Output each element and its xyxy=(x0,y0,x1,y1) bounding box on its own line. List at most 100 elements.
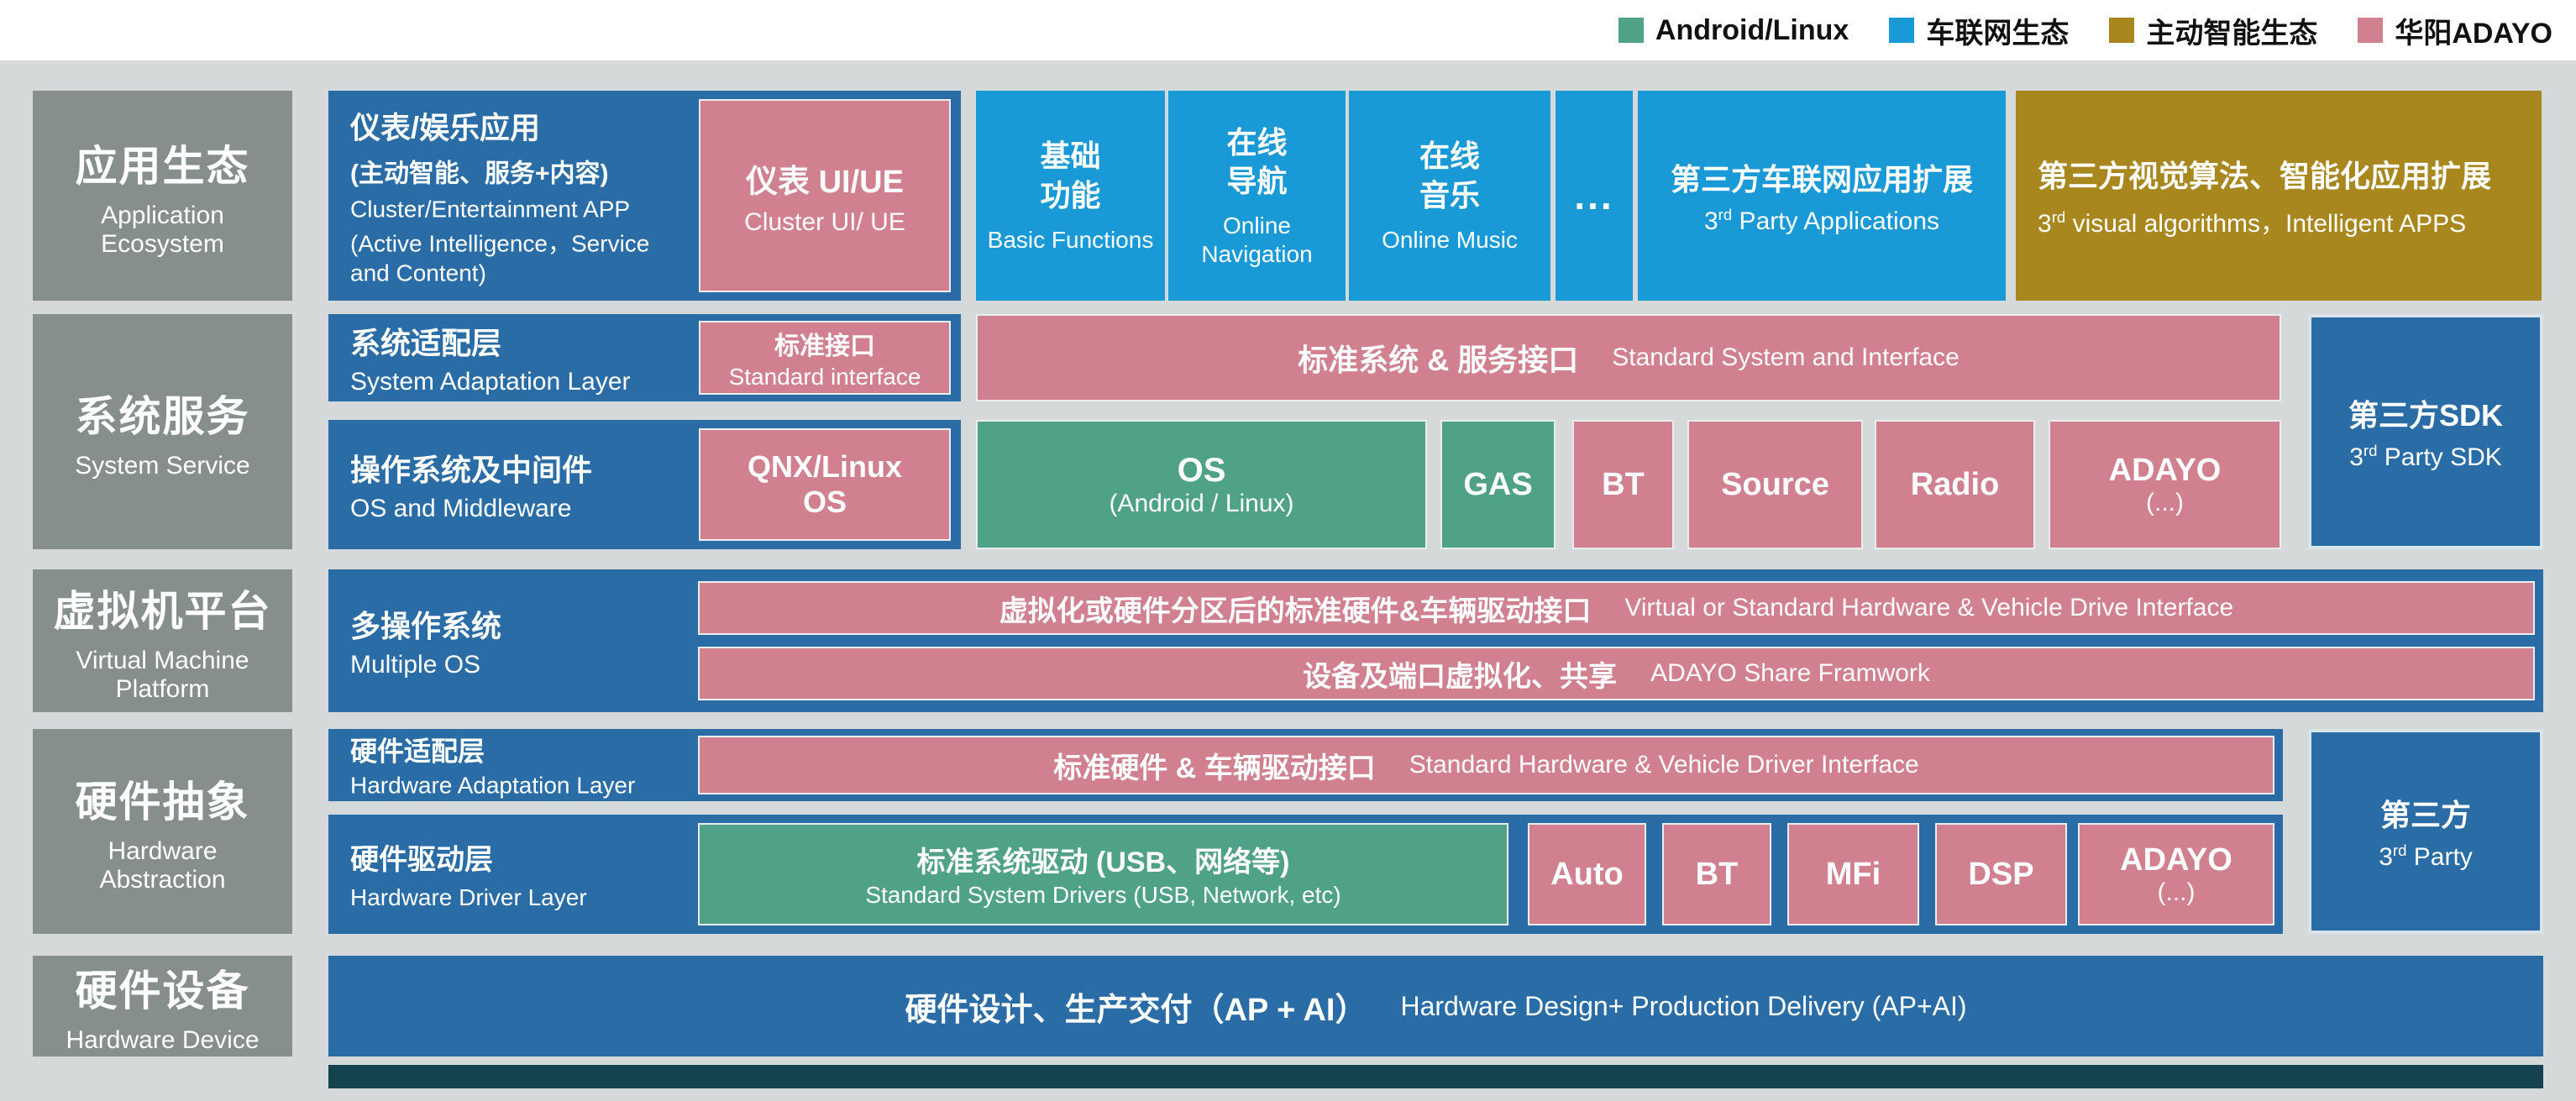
sys-adapt-en: System Adaptation Layer xyxy=(350,368,631,396)
sidebar-virtual-machine-platform: 虚拟机平台 Virtual Machine Platform xyxy=(33,569,292,712)
standard-system-interface-bar: 标准系统 & 服务接口 Standard System and Interfac… xyxy=(976,314,2281,401)
sidebar-zh-label: 硬件设备 xyxy=(75,967,250,1014)
sys-adapt-text: 系统适配层 System Adaptation Layer xyxy=(350,319,631,396)
os-middleware-box: 操作系统及中间件 OS and Middleware QNX/Linux OS xyxy=(328,420,961,549)
basic-zh2: 功能 xyxy=(1040,178,1101,213)
row-application-ecosystem: 仪表/娱乐应用 (主动智能、服务+内容) Cluster/Entertainme… xyxy=(328,91,2542,301)
third-party-apps-en: 3rd Party Applications xyxy=(1704,206,1939,236)
cluster-app-zh1: 仪表/娱乐应用 xyxy=(350,110,541,145)
nav-zh1: 在线 xyxy=(1226,124,1288,160)
en-sup: rd xyxy=(2051,208,2066,226)
sidebar-en-label: Application Ecosystem xyxy=(101,201,224,259)
legend-label: 车联网生态 xyxy=(1926,17,2070,50)
sys-adapt-zh: 系统适配层 xyxy=(350,326,502,360)
hw-driver-text: 硬件驱动层 Hardware Driver Layer xyxy=(350,836,587,912)
visual-ext-zh: 第三方视觉算法、智能化应用扩展 xyxy=(2038,159,2492,193)
legend-item-android-linux: Android/Linux xyxy=(1618,13,1849,47)
cluster-app-zh2: (主动智能、服务+内容) xyxy=(350,160,609,188)
dsp-box: DSP xyxy=(1935,823,2067,925)
legend-swatch-gold xyxy=(2109,18,2135,43)
adayo-driver-line2: (...) xyxy=(2157,878,2196,906)
online-music-box: 在线 音乐 Online Music xyxy=(1349,91,1550,301)
legend-label: 主动智能生态 xyxy=(2146,17,2318,50)
sidebar-zh-label: 硬件抽象 xyxy=(75,778,250,826)
multiple-os-box: 多操作系统 Multiple OS 虚拟化或硬件分区后的标准硬件&车辆驱动接口 … xyxy=(328,569,2543,712)
sidebar-zh-label: 虚拟机平台 xyxy=(53,587,272,635)
legend-label: Android/Linux xyxy=(1655,13,1849,46)
virtualization-bars: 虚拟化或硬件分区后的标准硬件&车辆驱动接口 Virtual or Standar… xyxy=(698,581,2535,700)
bt-label: BT xyxy=(1602,466,1645,502)
third-party-zh: 第三方 xyxy=(2379,798,2471,832)
en-rest: Party SDK xyxy=(2377,443,2502,471)
bt-driver-box: BT xyxy=(1662,823,1771,925)
driver-modules-strip: 标准系统驱动 (USB、网络等) Standard System Drivers… xyxy=(698,823,2274,925)
cluster-app-en1: Cluster/Entertainment APP xyxy=(350,196,631,223)
sidebar-system-service: 系统服务 System Service xyxy=(33,314,292,549)
legend-label: 华阳ADAYO xyxy=(2395,17,2552,50)
adayo-line2: (...) xyxy=(2146,488,2184,516)
system-adaptation-layer-box: 系统适配层 System Adaptation Layer 标准接口 Stand… xyxy=(328,314,961,401)
adayo-share-framework-bar: 设备及端口虚拟化、共享 ADAYO Share Framwork xyxy=(698,647,2535,700)
cluster-entertainment-app-box: 仪表/娱乐应用 (主动智能、服务+内容) Cluster/Entertainme… xyxy=(328,91,961,301)
sidebar-en-label: System Service xyxy=(75,451,250,480)
cluster-app-text: 仪表/娱乐应用 (主动智能、服务+内容) Cluster/Entertainme… xyxy=(350,104,695,288)
en-sup: rd xyxy=(2363,442,2378,459)
music-zh1: 在线 xyxy=(1419,139,1480,174)
cluster-ui-zh: 仪表 UI/UE xyxy=(746,164,904,200)
nav-en: Online Navigation xyxy=(1201,212,1313,267)
hw-driver-en: Hardware Driver Layer xyxy=(350,884,587,910)
os-middleware-en: OS and Middleware xyxy=(350,495,572,522)
sidebar-hardware-abstraction: 硬件抽象 Hardware Abstraction xyxy=(33,729,292,934)
hw-driver-zh: 硬件驱动层 xyxy=(350,844,493,876)
dsp-label: DSP xyxy=(1968,856,2034,892)
visual-ext-en: 3rd visual algorithms，Intelligent APPS xyxy=(2038,202,2466,239)
sidebar-en-label: Hardware Abstraction xyxy=(99,836,226,894)
hw-design-en: Hardware Design+ Production Delivery (AP… xyxy=(1400,990,1967,1021)
row-os-middleware: 操作系统及中间件 OS and Middleware QNX/Linux OS … xyxy=(328,420,2281,549)
multi-os-en: Multiple OS xyxy=(350,651,481,679)
gas-label: GAS xyxy=(1463,466,1533,502)
legend: Android/Linux 车联网生态 主动智能生态 华阳ADAYO xyxy=(1618,7,2552,54)
virtual-hw-interface-bar: 虚拟化或硬件分区后的标准硬件&车辆驱动接口 Virtual or Standar… xyxy=(698,581,2535,635)
bt-box: BT xyxy=(1572,420,1674,549)
vbar1-en: Virtual or Standard Hardware & Vehicle D… xyxy=(1624,594,2234,621)
third-party-hw-box: 第三方 3rd Party xyxy=(2308,729,2543,934)
en-base: 3 xyxy=(2038,210,2052,238)
hw-design-zh: 硬件设计、生产交付（AP + AI） xyxy=(905,992,1367,1028)
en-base: 3 xyxy=(2379,843,2393,871)
auto-label: Auto xyxy=(1550,856,1624,892)
hardware-design-delivery-box: 硬件设计、生产交付（AP + AI） Hardware Design+ Prod… xyxy=(328,956,2543,1056)
os-android-linux-box: OS (Android / Linux) xyxy=(976,420,1427,549)
legend-item-connected-car: 车联网生态 xyxy=(1889,10,2069,51)
qnx-line2: OS xyxy=(802,485,847,519)
more-apps-box: ... xyxy=(1556,91,1633,301)
standard-hw-vehicle-bar: 标准硬件 & 车辆驱动接口 Standard Hardware & Vehicl… xyxy=(698,736,2274,794)
std-system-en: Standard System and Interface xyxy=(1612,343,1960,371)
std-drivers-zh: 标准系统驱动 (USB、网络等) xyxy=(916,847,1290,878)
vbar2-en: ADAYO Share Framwork xyxy=(1650,659,1930,687)
cluster-app-en2: (Active Intelligence，Service and Content… xyxy=(350,230,650,286)
auto-box: Auto xyxy=(1528,823,1646,925)
hw-adapt-en: Hardware Adaptation Layer xyxy=(350,772,636,799)
basic-en: Basic Functions xyxy=(987,227,1154,253)
source-box: Source xyxy=(1687,420,1863,549)
std-drivers-en: Standard System Drivers (USB, Network, e… xyxy=(865,882,1341,908)
qnx-line1: QNX/Linux xyxy=(747,449,902,484)
standard-interface-box: 标准接口 Standard interface xyxy=(699,321,951,395)
os-subtitle: (Android / Linux) xyxy=(1109,489,1294,517)
radio-label: Radio xyxy=(1910,466,2000,502)
multi-os-text: 多操作系统 Multiple OS xyxy=(350,602,501,679)
standard-system-drivers-box: 标准系统驱动 (USB、网络等) Standard System Drivers… xyxy=(698,823,1508,925)
legend-item-adayo: 华阳ADAYO xyxy=(2358,10,2552,51)
third-party-applications-box: 第三方车联网应用扩展 3rd Party Applications xyxy=(1638,91,2006,301)
footer-bar xyxy=(328,1065,2543,1088)
legend-swatch-blue xyxy=(1889,18,1915,43)
basic-functions-box: 基础 功能 Basic Functions xyxy=(976,91,1165,301)
third-party-en: 3rd Party xyxy=(2379,841,2473,872)
en-sup: rd xyxy=(1718,206,1733,223)
music-en: Online Music xyxy=(1382,227,1518,253)
sidebar-zh-label: 应用生态 xyxy=(75,142,250,190)
adayo-driver-line1: ADAYO xyxy=(2120,841,2232,878)
legend-swatch-green xyxy=(1618,18,1644,43)
